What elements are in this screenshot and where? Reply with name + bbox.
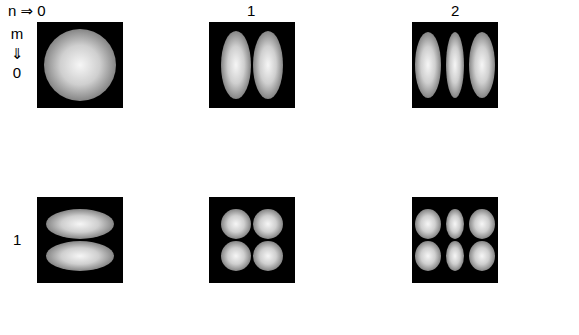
row-index-label: m ⇓ 0 bbox=[10, 24, 24, 83]
intensity-lobe bbox=[253, 241, 283, 271]
intensity-lobe bbox=[415, 32, 441, 98]
intensity-lobe bbox=[44, 29, 116, 101]
mode-panel bbox=[37, 197, 123, 283]
intensity-lobe bbox=[46, 209, 114, 239]
mode-panel bbox=[37, 22, 123, 108]
intensity-lobe bbox=[46, 241, 114, 271]
column-index-label: 1 bbox=[247, 2, 255, 21]
intensity-lobe bbox=[221, 209, 251, 239]
intensity-lobe bbox=[446, 209, 464, 239]
column-index-label: 2 bbox=[451, 2, 459, 21]
mode-panel bbox=[412, 22, 498, 108]
intensity-lobe bbox=[469, 209, 495, 239]
intensity-lobe bbox=[446, 241, 464, 271]
intensity-lobe bbox=[253, 209, 283, 239]
mode-panel bbox=[412, 197, 498, 283]
intensity-lobe bbox=[469, 241, 495, 271]
intensity-lobe bbox=[221, 31, 251, 99]
intensity-lobe bbox=[469, 32, 495, 98]
mode-panel bbox=[209, 197, 295, 283]
mode-panel bbox=[209, 22, 295, 108]
intensity-lobe bbox=[415, 241, 441, 271]
intensity-lobe bbox=[221, 241, 251, 271]
row-index-label: 1 bbox=[13, 231, 21, 250]
intensity-lobe bbox=[446, 32, 464, 98]
intensity-lobe bbox=[415, 209, 441, 239]
column-index-label: n ⇒ 0 bbox=[8, 2, 46, 21]
intensity-lobe bbox=[253, 31, 283, 99]
